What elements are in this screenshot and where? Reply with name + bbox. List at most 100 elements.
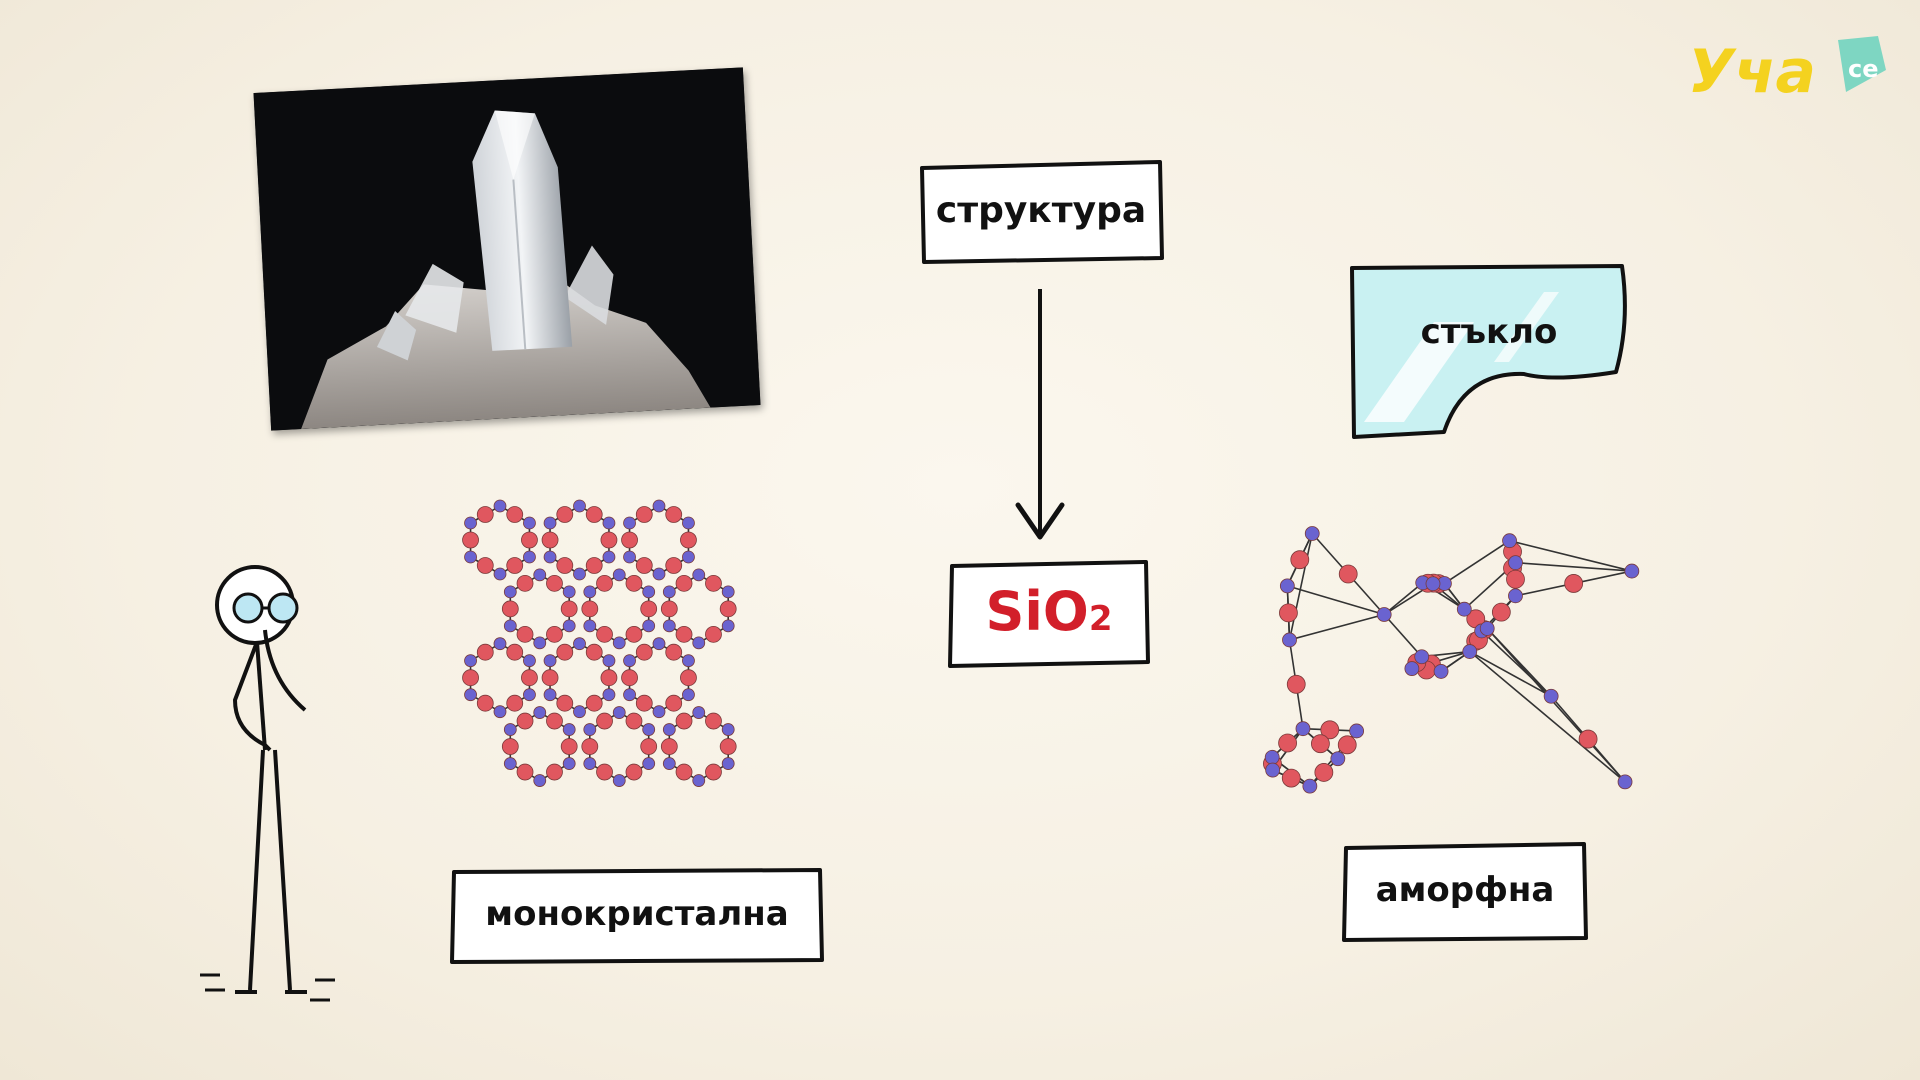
silicon-atom <box>682 654 695 668</box>
oxygen-atom <box>1491 602 1511 622</box>
formula-main: SiO <box>985 580 1089 643</box>
silicon-atom <box>1462 644 1478 659</box>
oxygen-atom <box>1281 768 1301 788</box>
oxygen-atom <box>719 738 737 755</box>
silicon-atom <box>1508 588 1523 604</box>
oxygen-atom <box>506 557 524 574</box>
amorphous-network <box>1210 500 1680 810</box>
silicon-atom <box>642 723 656 736</box>
silicon-atom <box>1376 607 1392 622</box>
silicon-atom <box>623 516 636 530</box>
silicon-atom <box>623 654 636 668</box>
oxygen-atom <box>501 600 519 618</box>
oxygen-atom <box>596 574 613 592</box>
oxygen-atom <box>1311 734 1330 754</box>
silicon-atom <box>562 723 576 736</box>
silicon-atom <box>662 619 676 633</box>
silicon-atom <box>573 637 586 651</box>
bond-line <box>1486 627 1552 697</box>
bond-line <box>1289 613 1385 641</box>
silicon-atom <box>562 757 576 770</box>
silicon-atom <box>692 706 706 719</box>
silicon-atom <box>583 723 597 736</box>
oxygen-atom <box>506 506 524 523</box>
bond-line <box>1288 533 1314 641</box>
silicon-atom <box>493 705 507 719</box>
bond-line <box>1287 585 1385 616</box>
oxygen-atom <box>541 531 559 549</box>
silicon-atom <box>543 654 557 668</box>
oxygen-atom <box>1578 729 1598 749</box>
silicon-atom <box>721 585 735 599</box>
oxygen-atom <box>516 763 534 781</box>
silicon-atom <box>612 636 626 650</box>
silicon-atom <box>682 550 695 564</box>
silicon-atom <box>662 757 676 770</box>
oxygen-atom <box>705 574 722 592</box>
oxygen-atom <box>625 712 643 730</box>
oxygen-atom <box>665 557 683 574</box>
silicon-atom <box>533 568 547 582</box>
bond-line <box>1469 650 1552 697</box>
brand-logo: Уча се <box>1688 30 1898 110</box>
oxygen-atom <box>621 669 638 687</box>
oxygen-atom <box>596 625 613 643</box>
oxygen-atom <box>640 600 658 618</box>
oxygen-atom <box>680 669 697 687</box>
silicon-atom <box>1304 526 1320 541</box>
bond-line <box>1443 540 1510 585</box>
oxygen-atom <box>546 574 563 592</box>
bond-line <box>1481 630 1552 697</box>
silicon-atom <box>533 774 547 787</box>
silicon-atom <box>523 516 536 530</box>
oxygen-atom <box>635 643 653 661</box>
formula-subscript: 2 <box>1088 599 1113 639</box>
oxygen-atom <box>556 506 574 523</box>
silicon-atom <box>533 706 547 719</box>
silicon-atom <box>652 567 666 581</box>
oxygen-atom <box>462 669 479 687</box>
oxygen-atom <box>585 643 603 661</box>
silicon-atom <box>503 757 517 770</box>
silicon-atom <box>464 688 477 702</box>
oxygen-atom <box>1320 720 1340 740</box>
silicon-atom <box>1508 555 1523 571</box>
silicon-atom <box>523 550 536 564</box>
silicon-atom <box>602 516 616 530</box>
oxygen-atom <box>635 506 653 523</box>
oxygen-atom <box>556 694 574 712</box>
silicon-atom <box>602 550 616 564</box>
silicon-atom <box>464 516 477 530</box>
oxygen-atom <box>621 531 638 549</box>
silicon-atom <box>583 757 597 770</box>
oxygen-atom <box>719 600 737 618</box>
bond-line <box>1509 539 1633 572</box>
silicon-atom <box>662 723 676 736</box>
bond-line <box>1469 650 1626 783</box>
oxygen-atom <box>705 712 722 730</box>
oxygen-atom <box>665 506 683 523</box>
silicon-atom <box>623 688 636 702</box>
silicon-atom <box>1433 664 1449 679</box>
silicon-atom <box>612 706 626 719</box>
oxygen-atom <box>665 643 683 661</box>
oxygen-atom <box>660 738 678 755</box>
quartz-photo <box>253 67 761 431</box>
silicon-atom <box>602 654 616 668</box>
silicon-atom <box>1456 601 1472 617</box>
silicon-atom <box>662 585 676 599</box>
oxygen-atom <box>506 643 524 661</box>
svg-text:се: се <box>1848 55 1879 83</box>
silicon-atom <box>503 619 517 633</box>
oxygen-atom <box>546 763 563 781</box>
silicon-atom <box>1414 649 1430 665</box>
silicon-atom <box>464 654 477 668</box>
structure-label: структура <box>935 190 1147 231</box>
silicon-atom <box>1279 578 1295 594</box>
silicon-atom <box>642 585 656 599</box>
silicon-atom <box>721 619 735 633</box>
oxygen-atom <box>600 531 618 549</box>
silicon-atom <box>1330 751 1346 767</box>
silicon-atom <box>583 619 597 633</box>
oxygen-atom <box>675 574 693 592</box>
